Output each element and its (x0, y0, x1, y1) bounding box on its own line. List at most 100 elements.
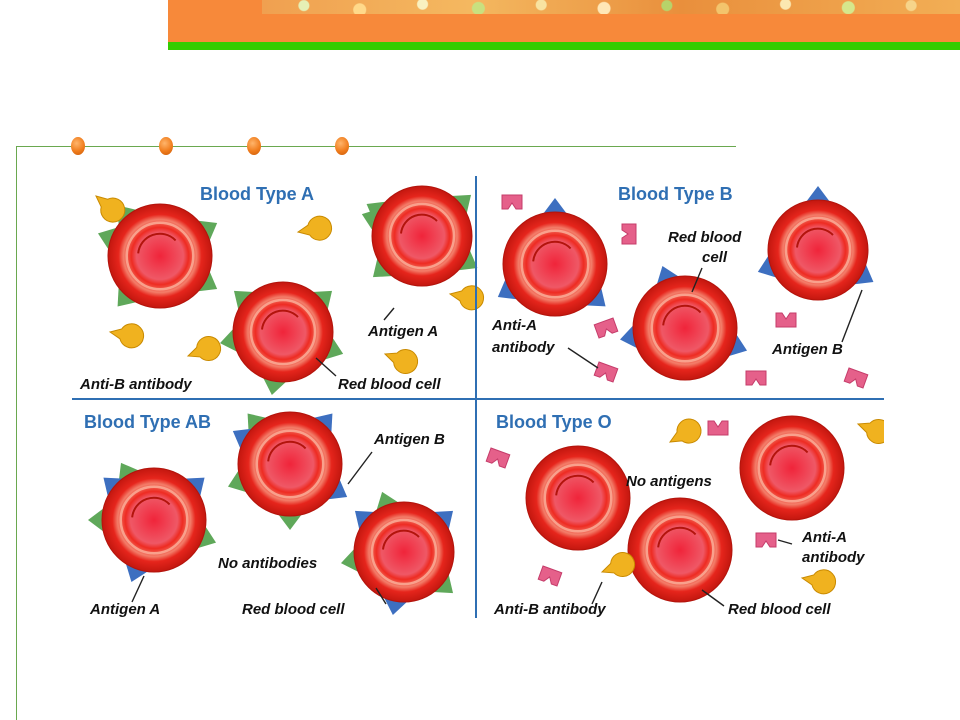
anti-b-antibody-shape (383, 349, 419, 374)
header-texture (262, 0, 960, 14)
cell-inner-ring (125, 221, 195, 291)
anti-a-antibody-shape (745, 370, 767, 386)
bullet-dot-4 (335, 137, 349, 155)
antigen-a-triangle (196, 525, 217, 549)
cell-highlight-arc (261, 309, 299, 330)
antigen-a-triangle (376, 491, 399, 511)
cell-type-ab-2 (237, 411, 343, 517)
callout-line (131, 575, 145, 603)
anti-b-antibody-shape (296, 215, 333, 241)
antigen-a-triangle (324, 337, 344, 360)
label-red-blood-b-line2: cell (702, 249, 728, 266)
cell-type-o-1 (525, 445, 631, 551)
cell-type-a-3 (232, 281, 334, 383)
label-anti-a-line2: antibody (492, 339, 555, 356)
callout-line (567, 347, 599, 369)
antigen-b-triangle (727, 333, 748, 357)
red-blood-cell (232, 281, 334, 383)
anti-b-antibody-shape (95, 195, 126, 223)
anti-a-antibody-shape (755, 532, 777, 548)
antigen-a-triangle (88, 508, 104, 532)
anti-b-antibody (668, 418, 702, 444)
label-anti-a-o-line1: Anti-A (801, 529, 847, 546)
cell-inner-ring (757, 433, 827, 503)
cell-type-ab-3 (353, 501, 455, 603)
red-blood-cell (739, 415, 845, 521)
title-type-a: Blood Type A (200, 184, 314, 204)
cell-inner-ring (650, 293, 720, 363)
cell-inner-ring (645, 515, 715, 585)
cell-type-b-2 (632, 275, 738, 381)
label-anti-a-o-line2: antibody (802, 549, 865, 566)
cell-highlight-arc (769, 444, 809, 466)
antigen-b-triangle (806, 186, 830, 202)
antigen-b-triangle (656, 265, 680, 286)
anti-b-antibody (296, 215, 333, 241)
callout-line (347, 451, 373, 485)
cell-highlight-arc (532, 240, 572, 262)
callout-line (315, 357, 337, 377)
title-type-b: Blood Type B (618, 184, 733, 204)
frame-left-line (16, 146, 17, 720)
cell-type-b-1 (502, 211, 608, 317)
anti-b-antibody-shape (600, 552, 636, 577)
frame-top-line (16, 146, 736, 147)
antigen-a-triangle (278, 514, 302, 530)
label-anti-a-line1: Anti-A (491, 317, 537, 334)
antibody-layer (95, 194, 884, 595)
cell-type-ab-1 (101, 467, 207, 573)
antigen-b-triangle (125, 562, 149, 583)
anti-a-antibody (537, 565, 563, 587)
cell-type-a-2 (371, 185, 473, 287)
bullet-dot-3 (247, 137, 261, 155)
label-antigen-b-ab: Antigen B (373, 431, 445, 448)
cell-highlight-arc (662, 304, 702, 326)
cell-inner-ring (388, 202, 456, 270)
anti-a-antibody (485, 447, 511, 469)
anti-b-antibody-shape (186, 336, 222, 361)
anti-a-antibody-shape (593, 317, 619, 339)
anti-a-antibody-shape (621, 223, 637, 245)
label-red-blood-cell-o: Red blood cell (728, 601, 831, 618)
red-blood-cell (525, 445, 631, 551)
anti-a-antibody (593, 361, 619, 383)
red-blood-cell (627, 497, 733, 603)
red-blood-cell (237, 411, 343, 517)
cell-type-o-3 (739, 415, 845, 521)
cell-highlight-arc (137, 232, 177, 254)
label-no-antibodies: No antibodies (218, 555, 317, 572)
antigen-b-triangle (543, 198, 567, 214)
anti-a-antibody-shape (537, 565, 563, 587)
label-antigen-b: Antigen B (771, 341, 843, 358)
cell-type-a-1 (107, 203, 213, 309)
cell-inner-ring (255, 429, 325, 499)
anti-b-antibody (383, 349, 419, 374)
label-antigen-a-ab: Antigen A (89, 601, 160, 618)
anti-a-antibody (501, 194, 523, 210)
anti-a-antibody-shape (707, 420, 729, 436)
red-blood-cell (632, 275, 738, 381)
title-type-o: Blood Type O (496, 412, 612, 432)
callout-line (841, 289, 863, 343)
anti-b-antibody-shape (668, 418, 702, 444)
cell-inner-ring (119, 485, 189, 555)
cell-highlight-arc (657, 526, 697, 548)
anti-b-antibody (108, 323, 145, 349)
anti-a-antibody-shape (593, 361, 619, 383)
blood-type-diagram: Blood Type A Blood Type B Blood Type AB … (72, 172, 884, 622)
cell-highlight-arc (555, 474, 595, 496)
cell-inner-ring (543, 463, 613, 533)
red-blood-cell (767, 199, 869, 301)
anti-a-antibody (755, 532, 777, 548)
antigen-a-triangle (97, 227, 118, 251)
cell-highlight-arc (796, 227, 834, 248)
anti-b-antibody (800, 569, 837, 595)
label-no-antigens: No antigens (626, 473, 712, 490)
red-blood-cell (107, 203, 213, 309)
cell-inner-ring (249, 298, 317, 366)
label-red-blood-cell-ab: Red blood cell (242, 601, 345, 618)
anti-b-antibody-shape (108, 323, 145, 349)
anti-b-antibody-shape (800, 569, 837, 595)
bullet-dot-2 (159, 137, 173, 155)
